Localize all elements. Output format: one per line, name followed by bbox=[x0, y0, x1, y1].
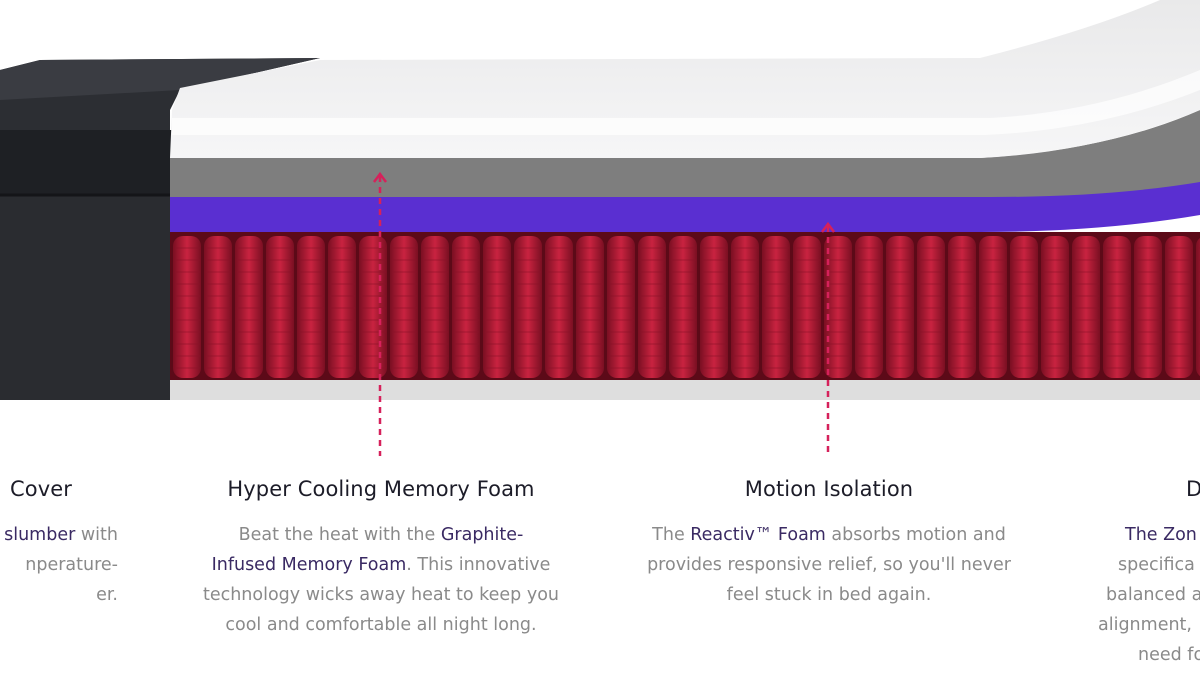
feature-cover-text-2: nperature- bbox=[25, 555, 118, 575]
feature-right-text-5: need fo bbox=[1138, 645, 1200, 665]
coil bbox=[545, 236, 573, 378]
feature-right-text-3: balanced a bbox=[1106, 585, 1200, 605]
graphite-highlight-2: Infused Memory Foam bbox=[211, 555, 407, 575]
coil bbox=[204, 236, 232, 378]
coil bbox=[483, 236, 511, 378]
coil bbox=[328, 236, 356, 378]
coil bbox=[390, 236, 418, 378]
feature-right-highlight: The Zon bbox=[1125, 525, 1197, 545]
mattress-cover bbox=[0, 58, 320, 400]
feature-motion-isolation-text: The Reactiv™ Foam absorbs motion and pro… bbox=[638, 520, 1020, 610]
coil bbox=[514, 236, 542, 378]
coil bbox=[1072, 236, 1100, 378]
coil bbox=[576, 236, 604, 378]
feature-hyper-cooling-text: Beat the heat with the Graphite- Infused… bbox=[190, 520, 572, 640]
coil bbox=[297, 236, 325, 378]
feature-hyper-cooling: Hyper Cooling Memory Foam Beat the heat … bbox=[190, 474, 572, 640]
coil bbox=[886, 236, 914, 378]
coil bbox=[948, 236, 976, 378]
cooling-text-2: . This innovative technology wicks away … bbox=[202, 555, 560, 635]
coil bbox=[1196, 238, 1200, 376]
coil bbox=[979, 236, 1007, 378]
mattress-cutaway-illustration bbox=[0, 0, 1200, 400]
coil bbox=[762, 236, 790, 378]
feature-cover-title: Cover bbox=[10, 477, 72, 501]
feature-motion-isolation-title: Motion Isolation bbox=[744, 477, 914, 501]
graphite-foam-layer bbox=[170, 110, 1200, 197]
feature-cover-highlight: slumber bbox=[4, 525, 76, 545]
coil bbox=[700, 236, 728, 378]
feature-cover-text: slumber with nperature- er. bbox=[0, 520, 140, 610]
coil bbox=[793, 236, 821, 378]
coil bbox=[421, 236, 449, 378]
coil bbox=[235, 236, 263, 378]
feature-motion-isolation: Motion Isolation The Reactiv™ Foam absor… bbox=[638, 474, 1020, 610]
pocket-coils-layer bbox=[170, 232, 1200, 380]
coil bbox=[1041, 236, 1069, 378]
motion-text-1: The bbox=[652, 525, 691, 545]
feature-right-text-2: specifica bbox=[1118, 555, 1195, 575]
feature-right-partial: D The Zon specifica balanced a alignment… bbox=[1060, 474, 1200, 670]
base-foam-layer bbox=[170, 378, 1200, 400]
cooling-arrow-icon bbox=[373, 171, 387, 456]
cooling-text-1: Beat the heat with the bbox=[238, 525, 441, 545]
graphite-highlight-1: Graphite- bbox=[440, 525, 524, 545]
reactiv-highlight: Reactiv™ Foam bbox=[690, 525, 826, 545]
coil bbox=[731, 236, 759, 378]
feature-right-title: D bbox=[1186, 477, 1200, 501]
coil bbox=[266, 236, 294, 378]
coil bbox=[1103, 236, 1131, 378]
reactiv-foam-layer bbox=[170, 180, 1200, 232]
coil bbox=[607, 236, 635, 378]
motion-arrow-icon bbox=[821, 221, 835, 456]
coil bbox=[1134, 236, 1162, 378]
coil bbox=[638, 236, 666, 378]
feature-cover: Cover slumber with nperature- er. bbox=[0, 474, 140, 610]
feature-hyper-cooling-title: Hyper Cooling Memory Foam bbox=[227, 477, 535, 501]
feature-right-text: The Zon specifica balanced a alignment, … bbox=[1060, 520, 1200, 670]
feature-right-text-4: alignment, bbox=[1098, 615, 1192, 635]
coil bbox=[452, 236, 480, 378]
motion-text-2: absorbs motion and provides responsive r… bbox=[647, 525, 1011, 605]
feature-cover-text-3: er. bbox=[96, 585, 118, 605]
coil bbox=[917, 236, 945, 378]
coil bbox=[1010, 236, 1038, 378]
feature-cover-text-1: with bbox=[75, 525, 118, 545]
coil bbox=[1165, 236, 1193, 378]
coil bbox=[173, 236, 201, 378]
coil bbox=[669, 236, 697, 378]
coil bbox=[855, 236, 883, 378]
